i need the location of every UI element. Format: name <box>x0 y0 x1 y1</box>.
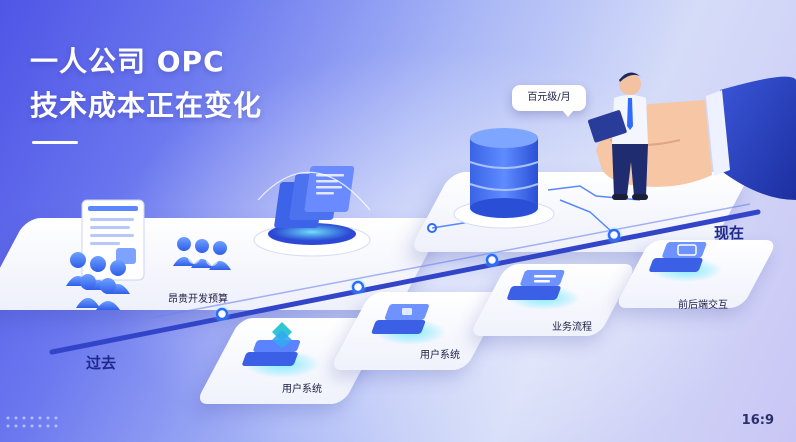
timeline-nodes <box>213 223 623 323</box>
businessman-figure <box>588 72 648 200</box>
cost-bubble: 百元级/月 <box>512 85 586 117</box>
timeline-now-label: 现在 <box>714 224 745 242</box>
module-label-1: 用户系统 <box>282 384 322 395</box>
timeline-past-label: 过去 <box>86 354 117 372</box>
workflow-icon <box>507 270 580 310</box>
title-line-2: 技术成本正在变化 <box>30 89 263 122</box>
dot-grid-decoration <box>6 416 58 428</box>
timeline-axis <box>49 203 761 355</box>
title-underline <box>32 141 78 144</box>
screen-icon <box>649 242 722 282</box>
database-icon <box>453 128 555 229</box>
stack-layers-icon <box>242 322 320 378</box>
timeline-node <box>483 251 501 269</box>
past-budget-label: 昂贵开发预算 <box>168 294 228 305</box>
module-label-2: 用户系统 <box>420 350 460 361</box>
timeline-node <box>349 278 367 296</box>
team-people-icon <box>173 237 231 270</box>
module-label-4: 前后端交互 <box>678 300 728 311</box>
module-label-3: 业务流程 <box>552 322 592 333</box>
aspect-ratio-label: 16:9 <box>741 413 774 428</box>
title-line-1: 一人公司 OPC <box>30 45 225 78</box>
page-title: 一人公司 OPC 技术成本正在变化 <box>30 40 262 128</box>
card-chip-icon <box>371 304 446 345</box>
team-people-icon <box>66 252 130 310</box>
file-stack-icon <box>253 166 371 257</box>
timeline-node <box>213 305 231 323</box>
